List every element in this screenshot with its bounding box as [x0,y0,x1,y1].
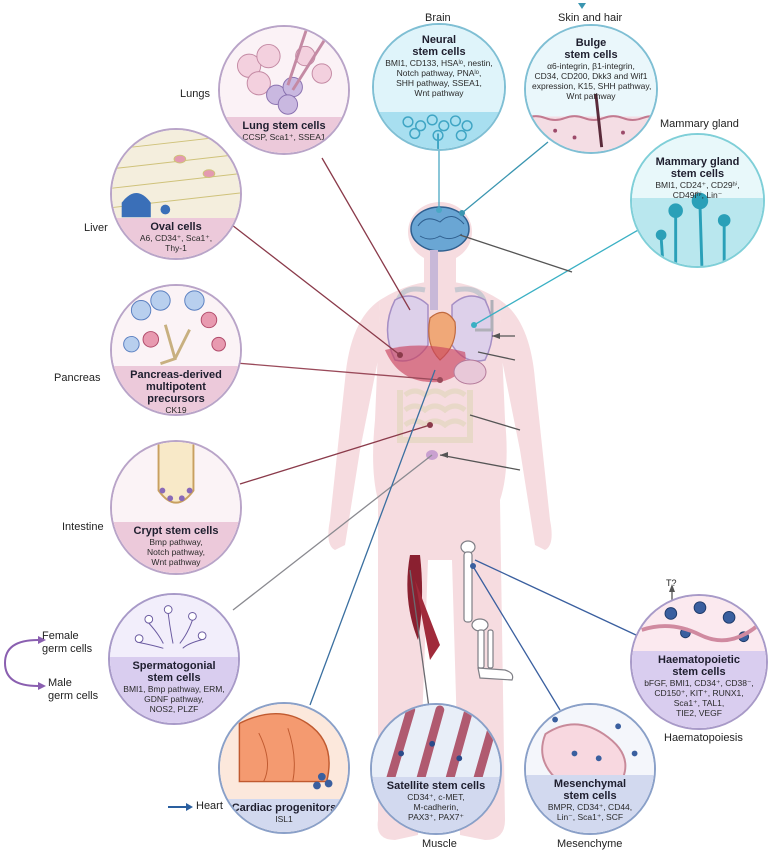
label-mammary-gland: Mammary gland [660,118,739,130]
mesenchymal-stem-cells-title: Mesenchymal stem cells [553,778,627,802]
lung-stem-cells-circle: Lung stem cells CCSP, Sca1⁺, SSEA1 [218,25,350,155]
mammary-stem-cells-markers: BMI1, CD24⁺, CD29ʰⁱ, CD49fʰⁱ, Lin⁻ [655,180,740,200]
bulge-stem-cells-circle: Bulge stem cells α6-integrin, β1-integri… [524,24,658,154]
heart-muscle-illustration [238,713,333,790]
label-lungs: Lungs [180,88,210,100]
satellite-stem-cells-markers: CD34⁺, c-MET, M-cadherin, PAX3⁺, PAX7⁺ [407,792,465,822]
label-brain: Brain [425,12,451,24]
cardiac-progenitors-circle: Cardiac progenitors ISL1 [218,702,350,834]
label-mesenchyme: Mesenchyme [557,838,623,850]
mammary-stem-cells-title: Mammary gland stem cells [655,156,740,180]
mammary-duct-illustration [655,192,731,266]
spermatogonial-stem-cells-circle: Spermatogonial stem cells BMI1, Bmp path… [108,593,240,725]
spermatogonial-stem-cells-title: Spermatogonial stem cells [132,660,216,684]
haematopoietic-stem-cells-title: Haematopoietic stem cells [658,654,740,678]
label-muscle: Muscle [422,838,457,850]
mesenchymal-stem-cells-markers: BMPR, CD34⁺, CD44, Lin⁻, Sca1⁺, SCF [547,802,633,822]
label-t-question: T? [666,578,677,588]
liver-tissue-illustration [112,134,240,218]
crypt-stem-cells-markers: Bmp pathway, Notch pathway, Wnt pathway [147,537,205,567]
cardiac-progenitors-markers: ISL1 [275,814,293,824]
intestinal-crypt-illustration [157,442,195,504]
mesenchymal-stem-cells-circle: Mesenchymal stem cells BMPR, CD34⁺, CD44… [524,703,656,835]
label-pancreas: Pancreas [54,372,101,384]
mesenchyme-tissue-illustration [541,716,638,779]
bone-marrow-illustration [641,601,760,643]
label-female-germ-cells: Female germ cells [42,630,93,655]
neural-stem-cells-title: Neural stem cells [412,34,466,58]
pancreas-precursors-title: Pancreas-derived multipotent precursors [130,369,222,405]
haematopoietic-stem-cells-markers: bFGF, BMI1, CD34⁺, CD38⁻, CD150⁺, KIT⁺, … [644,678,754,718]
crypt-stem-cells-title: Crypt stem cells [133,525,219,537]
mammary-stem-cells-circle: Mammary gland stem cells BMI1, CD24⁺, CD… [630,133,765,268]
pancreas-islets-illustration [123,290,226,365]
satellite-stem-cells-title: Satellite stem cells [386,780,486,792]
neural-stem-cells-markers: BMI1, CD133, HSAˡᵒ, nestin, Notch pathwa… [385,58,493,98]
spermatogonial-stem-cells-markers: BMI1, Bmp pathway, ERM, GDNF pathway, NO… [123,684,225,714]
sperm-cells-illustration [134,605,207,649]
satellite-stem-cells-circle: Satellite stem cells CD34⁺, c-MET, M-cad… [370,703,502,835]
bulge-stem-cells-title: Bulge stem cells [564,37,618,61]
label-intestine: Intestine [62,521,104,533]
cardiac-progenitors-title: Cardiac progenitors [231,802,337,814]
oval-cells-circle: Oval cells A6, CD34⁺, Sca1⁺, Thy-1 [110,128,242,260]
haematopoietic-stem-cells-circle: Haematopoietic stem cells bFGF, BMI1, CD… [630,594,768,730]
label-skin-hair: Skin and hair [558,12,623,24]
oval-cells-title: Oval cells [150,221,202,233]
lung-alveoli-illustration [236,27,332,115]
label-male-germ-cells: Male germ cells [48,677,99,702]
oval-cells-markers: A6, CD34⁺, Sca1⁺, Thy-1 [139,233,213,253]
crypt-stem-cells-circle: Crypt stem cells Bmp pathway, Notch path… [110,440,242,575]
label-heart: Heart [196,800,223,812]
label-liver: Liver [84,222,108,234]
bulge-stem-cells-markers: α6-integrin, β1-integrin, CD34, CD200, D… [532,61,652,101]
neural-cells-illustration [402,114,473,149]
pancreas-precursors-circle: Pancreas-derived multipotent precursors … [110,284,242,416]
lung-stem-cells-markers: CCSP, Sca1⁺, SSEA1 [242,132,326,142]
label-haematopoiesis: Haematopoiesis [664,732,743,744]
lung-stem-cells-title: Lung stem cells [242,120,326,132]
pancreas-precursors-markers: CK19 [165,405,187,415]
neural-stem-cells-circle: Neural stem cells BMI1, CD133, HSAˡᵒ, ne… [372,23,506,151]
